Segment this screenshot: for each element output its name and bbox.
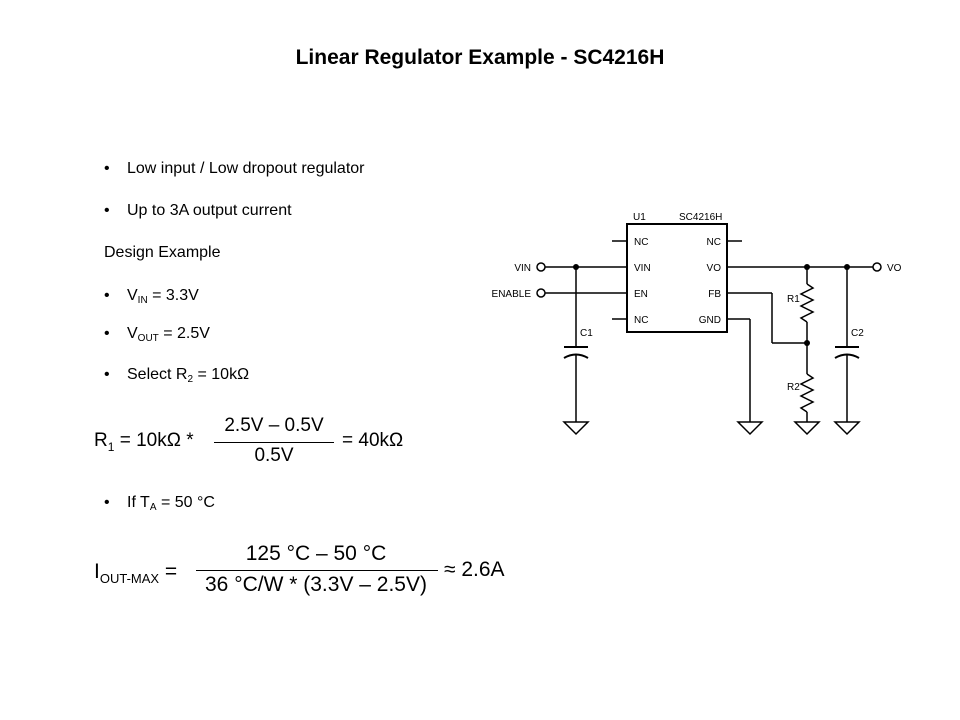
eq2-denominator: 36 °C/W * (3.3V – 2.5V) [205,573,427,596]
c1-label: C1 [580,328,593,339]
enable-terminal [536,288,546,298]
eq1-lhs-subscript: 1 [107,439,115,454]
bullet-marker: • [104,325,110,342]
ic-body [626,223,728,333]
ta-value: = 50 °C [156,494,215,511]
vin-symbol: V [127,287,138,304]
vin-subscript: IN [137,295,148,306]
c2-label: C2 [851,328,864,339]
bullet-marker: • [104,160,110,177]
vout-value: = 2.5V [158,325,210,342]
vin-terminal [536,262,546,272]
r1-label: R1 [787,294,800,305]
bullet-vout: • VOUT = 2.5V [104,325,210,344]
pin-right-1: NC [707,237,721,248]
eq1-result: = 40kΩ [342,430,404,451]
eq1-lhs: R1 = 10kΩ * [94,430,194,454]
vin-value: = 3.3V [147,287,199,304]
c1-plate-curved [563,353,589,359]
enable-label: ENABLE [492,289,532,300]
bullet-select-r2: • Select R2 = 10kΩ [104,366,250,385]
equation-iout-max: IOUT-MAX = 125 °C – 50 °C 36 °C/W * (3.3… [94,538,534,608]
bullet-low-input: • Low input / Low dropout regulator [104,160,365,178]
vo-terminal [872,262,882,272]
bullet-output-current: • Up to 3A output current [104,202,292,220]
bullet-text: Up to 3A output current [127,202,292,219]
ta-subscript: A [149,502,157,513]
r2-resistor [799,373,815,413]
pin-right-4: GND [699,315,721,326]
ground-symbol [833,421,861,436]
slide-title: Linear Regulator Example - SC4216H [295,46,665,69]
vout-subscript: OUT [137,333,159,344]
vo-label: VO [887,263,902,274]
eq2-result: ≈ 2.6A [444,558,505,581]
ic-ref-label: U1 [633,212,646,223]
eq2-lhs-symbol: I [94,560,100,583]
ground-symbol [793,421,821,436]
eq2-numerator: 125 °C – 50 °C [245,542,387,565]
bullet-ambient-temp: • If TA = 50 °C [104,494,215,513]
r2-value: = 10kΩ [193,366,250,383]
bullet-marker: • [104,287,110,304]
bullet-marker: • [104,494,110,511]
eq1-fraction-bar [214,442,334,443]
pin-right-3: FB [708,289,721,300]
ta-prefix: If T [127,494,150,511]
junction-dot [844,264,850,270]
eq2-fraction-bar [196,570,438,571]
eq2-lhs-text: = [159,560,178,583]
design-example-heading: Design Example [104,244,221,261]
bullet-marker: • [104,202,110,219]
vout-symbol: V [127,325,138,342]
bullet-marker: • [104,366,110,383]
eq1-lhs-text: = 10kΩ * [114,430,194,451]
bullet-text: Low input / Low dropout regulator [127,160,365,177]
r2-prefix: Select R [127,366,188,383]
pin-left-4: NC [634,315,648,326]
pin-right-2: VO [707,263,722,274]
ic-part-label: SC4216H [679,212,722,223]
pin-left-2: VIN [634,263,651,274]
c2-plate-curved [834,353,860,359]
junction-dot [804,264,810,270]
pin-left-3: EN [634,289,648,300]
junction-dot [573,264,579,270]
eq1-denominator: 0.5V [254,445,294,466]
r2-subscript: 2 [187,374,194,385]
eq1-lhs-symbol: R [94,430,108,451]
pin-left-1: NC [634,237,648,248]
junction-dot [804,340,810,346]
r1-resistor [799,283,815,323]
bullet-vin: • VIN = 3.3V [104,287,199,306]
vin-label: VIN [514,263,531,274]
ground-symbol [736,421,764,436]
eq1-numerator: 2.5V – 0.5V [224,415,324,436]
schematic-background [477,204,915,440]
r2-label: R2 [787,382,800,393]
ground-symbol [562,421,590,436]
equation-r1: R1 = 10kΩ * 2.5V – 0.5V 0.5V = 40kΩ [94,410,434,470]
eq2-lhs-subscript: OUT-MAX [99,571,160,587]
regulator-schematic: U1 SC4216H NC VIN EN NC NC VO FB GND VIN… [477,204,915,440]
eq2-lhs: IOUT-MAX = [94,560,177,586]
